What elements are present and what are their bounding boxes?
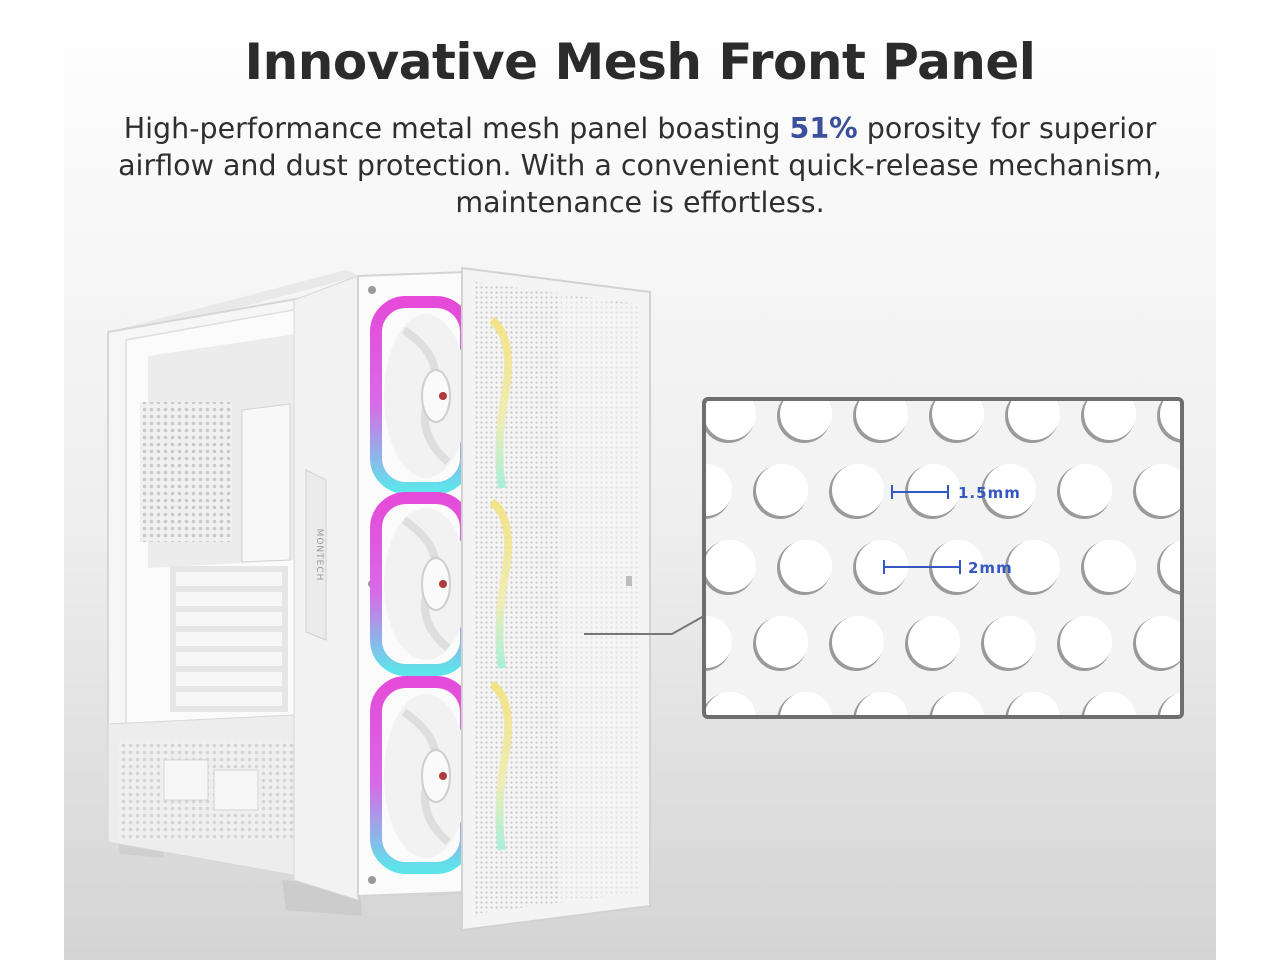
product-illustration: MONTECH — [107, 266, 1184, 932]
expansion-slots — [170, 566, 288, 712]
description-text: High-performance metal mesh panel boasti… — [123, 112, 790, 145]
rear-vent — [140, 402, 232, 542]
mesh-holes — [704, 399, 1182, 717]
brand-label: MONTECH — [314, 529, 324, 582]
hole-pitch-dimension: 2mm — [883, 559, 1013, 577]
fan-hub — [421, 369, 451, 423]
mesh-zoom-callout: 1.5mm 2mm — [702, 397, 1184, 719]
headline: Innovative Mesh Front Panel — [244, 33, 1036, 91]
mesh-front-panel — [461, 266, 651, 932]
fan-1 — [370, 296, 472, 494]
shroud-cutout — [163, 759, 209, 801]
description-text-end: porosity for superior airflow and dust p… — [118, 112, 1162, 219]
description: High-performance metal mesh panel boasti… — [104, 110, 1176, 221]
shroud-cutout — [213, 769, 259, 811]
fan-hub — [421, 749, 451, 803]
cable-cutout — [241, 403, 291, 563]
callout-line — [584, 615, 705, 635]
io-strip — [305, 469, 327, 641]
product-banner: Innovative Mesh Front Panel High-perform… — [64, 0, 1216, 960]
fan-hub — [421, 557, 451, 611]
fan-2 — [370, 492, 472, 676]
fan-3 — [370, 676, 472, 874]
zoom-frame — [702, 397, 1184, 719]
panel-clip — [626, 576, 632, 586]
hole-size-dimension: 1.5mm — [891, 484, 1021, 502]
pc-case: MONTECH — [107, 266, 651, 932]
hole-size-label: 1.5mm — [958, 484, 1021, 502]
porosity-highlight: 51% — [789, 112, 858, 145]
hole-pitch-label: 2mm — [968, 559, 1013, 577]
